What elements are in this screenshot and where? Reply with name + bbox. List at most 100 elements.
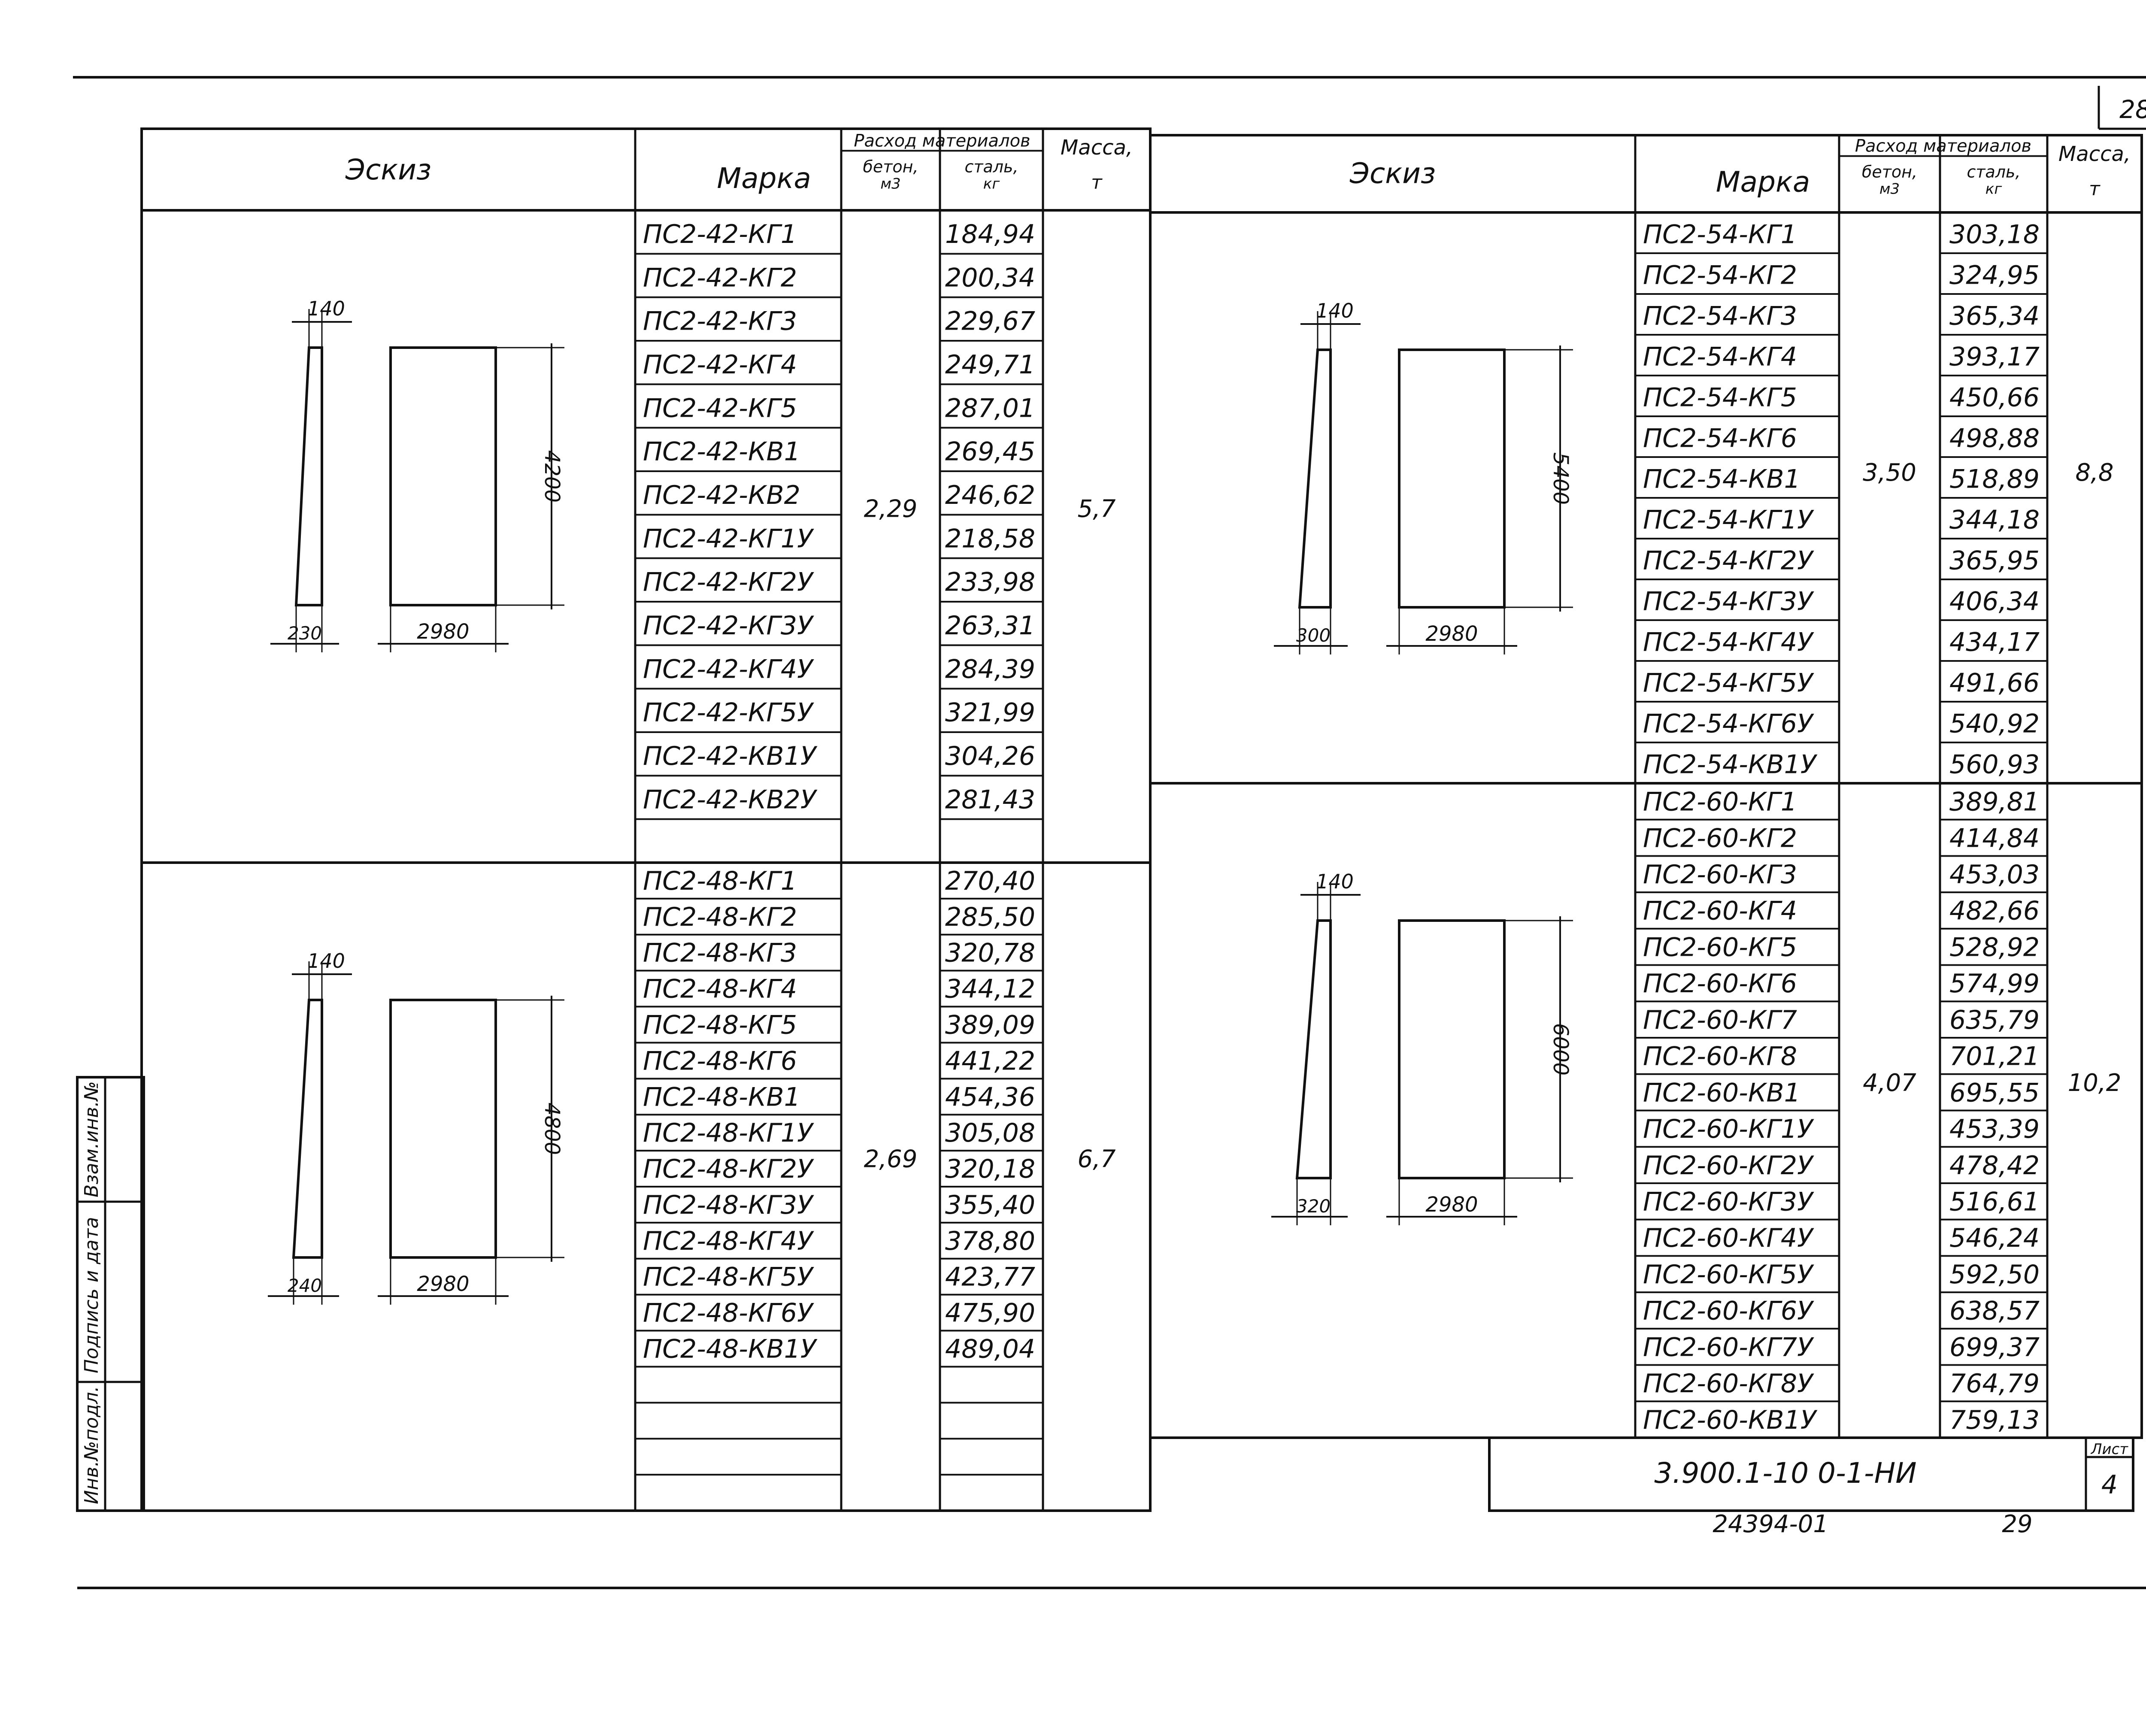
row-steel: 635,79 (1949, 1005, 2040, 1035)
row-mark: ПС2-42-КГ5У (643, 698, 814, 728)
panel-front-view (389, 346, 497, 606)
header-mark: Марка (717, 162, 811, 195)
row-mark: ПС2-54-КВ1 (1643, 464, 1800, 494)
row-mark: ПС2-54-КГ6 (1643, 423, 1797, 453)
dim-top-thickness: 140 (307, 297, 345, 320)
row-mark: ПС2-48-КГ5 (643, 1010, 797, 1040)
row-steel: 303,18 (1949, 219, 2040, 249)
row-mark: ПС2-54-КГ2У (1643, 545, 1814, 576)
dim-height: 4800 (540, 1103, 564, 1155)
header-mass-unit: т (2089, 178, 2101, 200)
row-mark: ПС2-48-КГ3У (643, 1190, 814, 1220)
row-mark: ПС2-54-КГ3У (1643, 586, 1814, 616)
row-steel: 475,90 (945, 1298, 1035, 1328)
row-steel: 320,18 (945, 1154, 1035, 1184)
row-steel: 638,57 (1949, 1296, 2040, 1326)
panel-side-view (1295, 919, 1332, 1179)
row-mark: ПС2-48-КГ2У (643, 1154, 814, 1184)
row-steel: 249,71 (945, 350, 1035, 380)
row-mark: ПС2-54-КГ2 (1643, 260, 1797, 290)
row-steel: 518,89 (1949, 464, 2040, 494)
row-steel: 453,03 (1949, 860, 2040, 890)
row-mark: ПС2-60-КГ1 (1643, 787, 1797, 817)
stamp-inventory-no: Инв.№подл. (81, 1386, 103, 1504)
header-steel-unit: кг (1985, 181, 2003, 198)
row-steel: 389,81 (1949, 787, 2040, 817)
row-steel: 355,40 (945, 1190, 1035, 1220)
row-steel: 699,37 (1949, 1332, 2040, 1362)
header-concrete: бетон, (1862, 163, 1917, 182)
group-concrete-volume: 3,50 (1863, 459, 1916, 487)
row-steel: 482,66 (1949, 896, 2040, 926)
row-steel: 453,39 (1949, 1114, 2040, 1144)
row-steel: 200,34 (945, 263, 1035, 293)
group-mass: 10,2 (2068, 1069, 2122, 1097)
row-mark: ПС2-42-КГ4У (643, 654, 814, 684)
row-mark: ПС2-54-КВ1У (1643, 749, 1818, 779)
row-steel: 389,09 (945, 1010, 1035, 1040)
row-mark: ПС2-42-КГ3 (643, 306, 797, 336)
dim-top-thickness: 140 (307, 949, 345, 973)
row-mark: ПС2-60-КГ2У (1643, 1151, 1814, 1181)
row-mark: ПС2-54-КГ6У (1643, 709, 1814, 739)
row-mark: ПС2-48-КГ1 (643, 866, 797, 896)
row-mark: ПС2-60-КГ7 (1643, 1005, 1797, 1035)
row-steel: 321,99 (945, 698, 1035, 728)
row-mark: ПС2-60-КГ2 (1643, 823, 1797, 853)
row-steel: 365,95 (1949, 545, 2040, 576)
row-steel: 546,24 (1949, 1223, 2040, 1253)
row-steel: 759,13 (1949, 1405, 2040, 1435)
row-steel: 764,79 (1949, 1369, 2040, 1399)
row-steel: 285,50 (945, 902, 1035, 932)
header-concrete-unit: м3 (1879, 181, 1900, 198)
title-block: 3.900.1-10 0-1-НИ Лист 4 (1488, 1436, 2134, 1512)
row-steel: 218,58 (945, 524, 1035, 554)
group-mass: 5,7 (1077, 495, 1115, 523)
row-mark: ПС2-60-КГ6 (1643, 969, 1797, 999)
row-mark: ПС2-60-КГ3У (1643, 1187, 1814, 1217)
row-steel: 229,67 (945, 306, 1035, 336)
row-steel: 184,94 (945, 219, 1035, 249)
row-steel: 498,88 (1949, 423, 2040, 453)
dim-bottom-thickness: 230 (288, 623, 322, 644)
row-mark: ПС2-48-КГ1У (643, 1118, 814, 1148)
row-mark: ПС2-60-КГ5 (1643, 932, 1797, 962)
row-steel: 378,80 (945, 1226, 1035, 1256)
row-steel: 434,17 (1949, 627, 2040, 657)
dim-width: 2980 (1425, 622, 1478, 646)
row-steel: 269,45 (945, 437, 1035, 467)
row-steel: 701,21 (1949, 1042, 2040, 1072)
row-steel: 324,95 (1949, 260, 2040, 290)
row-mark: ПС2-60-КГ4 (1643, 896, 1797, 926)
dim-height: 5400 (1549, 452, 1573, 505)
row-mark: ПС2-54-КГ4У (1643, 627, 1814, 657)
row-mark: ПС2-48-КГ6У (643, 1298, 814, 1328)
row-steel: 574,99 (1949, 969, 2040, 999)
row-steel: 287,01 (945, 393, 1035, 423)
row-mark: ПС2-54-КГ1У (1643, 505, 1814, 535)
page-number: 29 (2002, 1510, 2032, 1538)
row-steel: 560,93 (1949, 749, 2040, 779)
row-steel: 344,18 (1949, 505, 2040, 535)
side-stamp: Инв.№подл. Подпись и дата Взам.инв.№ (76, 1076, 145, 1512)
panel-front-view (389, 999, 497, 1259)
row-steel: 344,12 (945, 974, 1035, 1004)
header-mass: Масса, (1061, 136, 1133, 160)
row-mark: ПС2-48-КВ1 (643, 1082, 800, 1112)
sheet-page-number: 4 (2101, 1470, 2118, 1500)
header-mass-unit: т (1091, 172, 1103, 194)
header-concrete: бетон, (863, 157, 918, 176)
row-steel: 528,92 (1949, 932, 2040, 962)
row-steel: 304,26 (945, 741, 1035, 771)
stamp-signature-date: Подпись и дата (81, 1217, 103, 1373)
dim-bottom-thickness: 300 (1296, 625, 1331, 646)
row-steel: 516,61 (1949, 1187, 2040, 1217)
row-steel: 270,40 (945, 866, 1035, 896)
row-steel: 320,78 (945, 938, 1035, 968)
dim-bottom-thickness: 240 (288, 1275, 322, 1296)
row-steel: 284,39 (945, 654, 1035, 684)
